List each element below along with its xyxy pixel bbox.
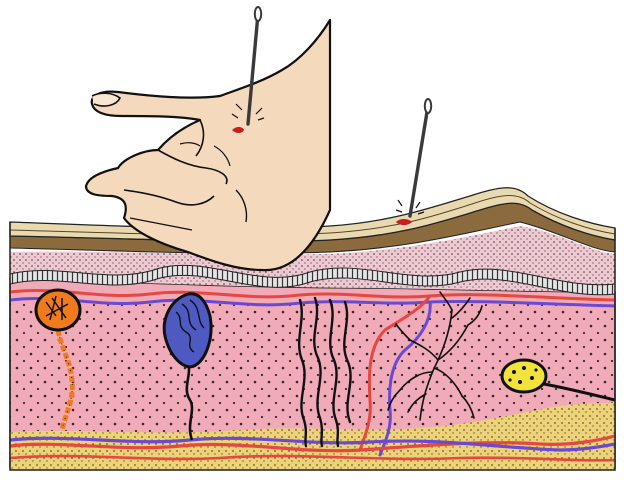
needle-icon (396, 99, 431, 225)
